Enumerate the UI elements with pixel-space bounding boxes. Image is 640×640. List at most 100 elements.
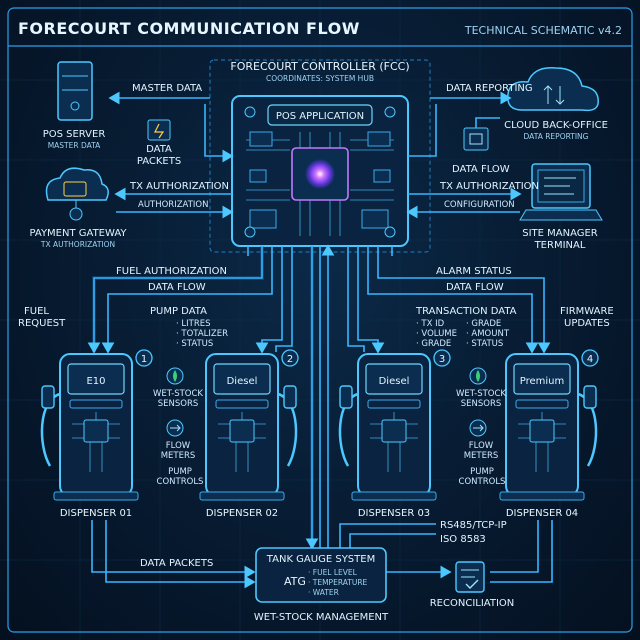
pump-controls-left-1: PUMP (168, 467, 192, 477)
tank-gauge-title: TANK GAUGE SYSTEM (266, 554, 375, 565)
flow-meters-right-2: METERS (464, 451, 499, 461)
dispenser-circuit-traces (72, 412, 120, 472)
nozzle-icon[interactable] (41, 385, 55, 409)
data-packets-icon (147, 119, 171, 141)
dispenser-display (365, 363, 423, 395)
iso-8583-label: ISO 8583 (440, 534, 486, 545)
dispenser-display (67, 363, 125, 395)
data-packets-bottom-label: DATA PACKETS (140, 558, 213, 569)
fuel-request-label-2: REQUEST (18, 318, 66, 329)
data-flow-chip-icon (463, 127, 489, 151)
fcc-subtitle: COORDINATES: SYSTEM HUB (266, 74, 374, 83)
pos-application-label: POS APPLICATION (276, 111, 364, 122)
dispenser-price-strip (515, 399, 569, 409)
reconciliation-icon[interactable] (455, 561, 485, 593)
authorization-label: AUTHORIZATION (138, 200, 208, 210)
nozzle-icon[interactable] (283, 385, 297, 409)
payment-gateway-sub: TX AUTHORIZATION (40, 240, 115, 249)
sensor-icon (166, 367, 184, 385)
pos-server-icon[interactable] (57, 61, 93, 121)
atg-item: · FUEL LEVEL (308, 568, 358, 577)
pos-server-label: POS SERVER (43, 129, 106, 140)
data-flow-left-bus-label: DATA FLOW (148, 282, 206, 293)
pump-data-item: · TOTALIZER (176, 329, 228, 339)
payment-gateway-icon[interactable] (45, 167, 109, 221)
outer-frame (7, 7, 633, 633)
dispenser-circuit-traces (370, 412, 418, 472)
pump-controls-left-2: CONTROLS (157, 477, 204, 487)
tx-authorization-right-label: TX AUTHORIZATION (439, 181, 539, 192)
dispenser-grade-label: E10 (86, 376, 105, 387)
dispenser-number-badge (135, 349, 153, 367)
fcc-downlink-buses (87, 244, 551, 550)
data-flow-right-label: DATA FLOW (452, 164, 510, 175)
dispenser-chip (381, 419, 407, 443)
atg-label: ATG (284, 575, 306, 588)
version-label: TECHNICAL SCHEMATIC v4.2 (464, 24, 622, 37)
fuel-authorization-label: FUEL AUTHORIZATION (116, 266, 227, 277)
wet-stock-sensors-left-1: WET-STOCK (153, 389, 203, 399)
pos-server-sub: MASTER DATA (48, 141, 101, 150)
pump-data-item: · STATUS (176, 339, 213, 349)
dispenser-base (351, 491, 437, 501)
data-packets-label-1: DATA (146, 144, 172, 155)
firmware-updates-label-1: FIRMWARE (560, 306, 614, 317)
nozzle-icon[interactable] (583, 385, 597, 409)
dispenser-price-strip (69, 399, 123, 409)
wet-stock-sensors-left-2: SENSORS (158, 399, 199, 409)
nozzle-icon[interactable] (339, 385, 353, 409)
dispenser-chip (529, 419, 555, 443)
configuration-label: CONFIGURATION (444, 200, 515, 210)
transaction-data-item: · GRADE (416, 339, 451, 349)
atg-item: · WATER (308, 588, 339, 597)
payment-gateway-label: PAYMENT GATEWAY (29, 228, 127, 239)
site-manager-label-1: SITE MANAGER (522, 228, 598, 239)
dispenser-price-strip (367, 399, 421, 409)
site-manager-terminal-icon[interactable] (519, 163, 603, 221)
flow-meters-left-1: FLOW (166, 441, 191, 451)
transaction-data-title: TRANSACTION DATA (415, 306, 517, 317)
firmware-updates-label-2: UPDATES (564, 318, 610, 329)
dispenser-circuit-traces (218, 412, 266, 472)
flow-meter-icon (469, 419, 487, 437)
chip-core-glow (305, 159, 335, 189)
cloud-backoffice-icon[interactable] (507, 67, 599, 112)
transaction-data-item: · VOLUME (416, 329, 457, 339)
fcc-title: FORECOURT CONTROLLER (FCC) (230, 60, 409, 73)
dispenser-display (213, 363, 271, 395)
fcc-board[interactable]: POS APPLICATION (231, 95, 409, 247)
dispenser-grade-label: Premium (520, 376, 565, 387)
dispenser-number: 4 (587, 354, 593, 365)
tank-gauge-system[interactable] (255, 547, 387, 603)
data-flow-right-bus-label: DATA FLOW (446, 282, 504, 293)
site-manager-label-2: TERMINAL (534, 240, 586, 251)
dispenser-base (53, 491, 139, 501)
wet-stock-sensors-right-2: SENSORS (461, 399, 502, 409)
dispenser-base (499, 491, 585, 501)
transaction-data-item: · AMOUNT (466, 329, 510, 339)
alarm-status-label: ALARM STATUS (436, 266, 512, 277)
dispenser-number: 2 (287, 354, 293, 365)
dispenser-number: 3 (439, 354, 445, 365)
reconciliation-label: RECONCILIATION (430, 598, 515, 609)
transaction-data-item: · STATUS (466, 339, 503, 349)
dispenser-grade-label: Diesel (227, 376, 258, 387)
atg-item: · TEMPERATURE (308, 578, 368, 587)
page-title: FORECOURT COMMUNICATION FLOW (18, 19, 360, 38)
fuel-request-label-1: FUEL (24, 306, 49, 317)
dispenser-price-strip (215, 399, 269, 409)
data-reporting-link-label: DATA REPORTING (446, 83, 533, 94)
dispenser-grade-label: Diesel (379, 376, 410, 387)
pump-data-title: PUMP DATA (150, 306, 207, 317)
dispenser-display (513, 363, 571, 395)
data-packets-label-2: PACKETS (137, 156, 181, 167)
rs485-label: RS485/TCP-IP (440, 520, 507, 531)
pump-data-item: · LITRES (176, 319, 211, 329)
